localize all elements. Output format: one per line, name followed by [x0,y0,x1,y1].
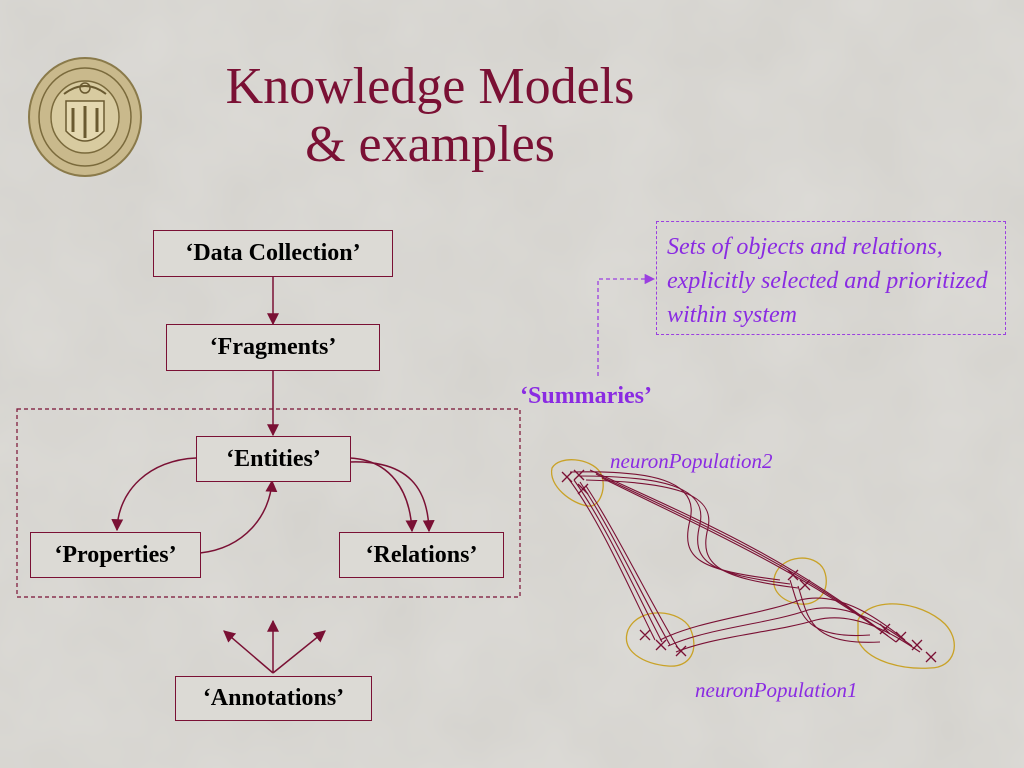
properties-box: ‘Properties’ [30,532,201,578]
arrow-summaries-to-note [597,273,656,376]
title-line-2: & examples [305,116,555,173]
fragments-box: ‘Fragments’ [166,324,380,371]
arrow-entities-to-relations-2 [349,461,435,533]
arrow-annotations-left [223,630,274,674]
summaries-label: ‘Summaries’ [520,383,652,409]
title-line-1: Knowledge Models [225,58,635,115]
university-seal-icon [28,57,142,177]
arrow-properties-to-entities [199,479,278,554]
neuron-population-2-label: neuronPopulation2 [610,449,773,473]
annotations-box: ‘Annotations’ [175,676,372,721]
neuron-population-1-label: neuronPopulation1 [695,678,858,702]
entities-box: ‘Entities’ [196,436,351,482]
page-title: Knowledge Models & examples [150,58,710,174]
arrow-entities-to-properties [111,457,197,532]
relations-box: ‘Relations’ [339,532,504,578]
neuron-population-illustration [551,459,955,669]
data-collection-box: ‘Data Collection’ [153,230,393,277]
arrow-annotations-right [272,630,326,674]
arrow-entities-to-relations-1 [349,457,418,533]
summaries-note: Sets of objects and relations, explicitl… [656,221,1006,335]
entities-group-border [16,408,521,598]
